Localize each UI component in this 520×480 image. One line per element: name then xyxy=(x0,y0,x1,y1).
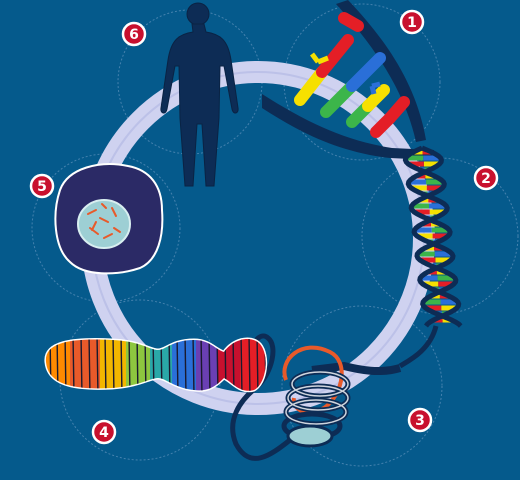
chromosome-band xyxy=(200,338,203,391)
chromosome-band xyxy=(64,338,67,391)
step-number: 6 xyxy=(129,27,139,43)
chromosome-band xyxy=(248,338,251,391)
chromosome-band xyxy=(112,338,115,391)
step-badge-5: 5 xyxy=(29,173,55,199)
chromosome-band xyxy=(88,338,91,391)
step-number: 5 xyxy=(37,179,47,195)
chromosome-band xyxy=(49,338,52,391)
chromosome-band xyxy=(216,338,219,391)
chromosome-band xyxy=(256,338,259,391)
step-badge-2: 2 xyxy=(473,165,499,191)
dna-base-pairs-icon xyxy=(262,0,434,160)
step-number: 3 xyxy=(415,413,425,429)
chromosome-band xyxy=(120,338,123,391)
chromosome-band xyxy=(208,338,211,391)
step-badge-4: 4 xyxy=(91,419,117,445)
dna-double-helix-icon xyxy=(398,145,463,369)
chromosome-band xyxy=(192,338,195,391)
chromosome-band xyxy=(240,338,243,391)
step-badge-1: 1 xyxy=(399,9,425,35)
chromosome-icon xyxy=(44,337,268,393)
cell-nucleus-icon xyxy=(54,163,164,275)
human-body-silhouette-icon xyxy=(160,2,239,187)
chromosome-band xyxy=(224,338,227,391)
step-badge-3: 3 xyxy=(407,407,433,433)
chromosome-band xyxy=(96,338,99,391)
chromosome-band xyxy=(184,338,187,391)
chromosome-band xyxy=(72,338,75,391)
step-number: 1 xyxy=(407,15,417,31)
chromosome-band xyxy=(176,338,179,391)
step-number: 2 xyxy=(481,171,491,187)
chromosome-band xyxy=(104,338,107,391)
chromosome-band xyxy=(80,338,83,391)
chromosome-band xyxy=(160,338,163,391)
step-number: 4 xyxy=(99,425,109,441)
chromosome-band xyxy=(152,338,155,391)
step-badge-6: 6 xyxy=(121,21,147,47)
chromosome-band xyxy=(144,338,147,391)
